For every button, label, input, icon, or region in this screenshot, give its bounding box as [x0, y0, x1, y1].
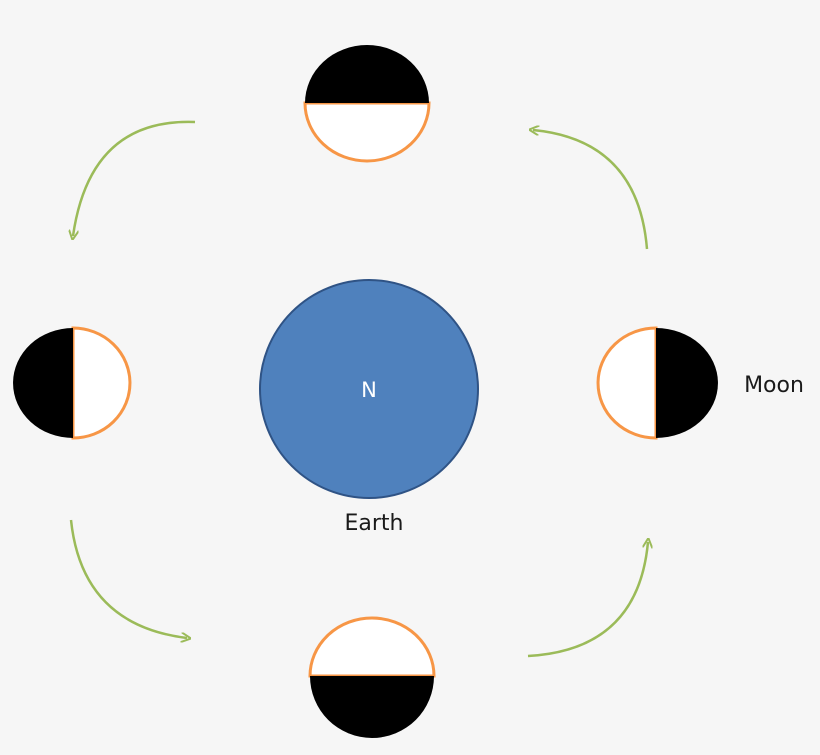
earth-label: Earth: [345, 511, 404, 536]
orbit-arrow-top-left: [73, 120, 196, 236]
moon-right-dark-half: [656, 328, 718, 438]
moon-bottom: [308, 616, 436, 738]
moon-right: [596, 326, 718, 440]
moon-bottom-lit-half: [308, 616, 436, 678]
moon-top-lit-half: [303, 101, 431, 163]
moon-top: [303, 45, 431, 163]
moon-bottom-dark-half: [310, 676, 434, 738]
earth: N: [259, 279, 479, 499]
orbit-arrow-bottom-left: [69, 519, 187, 638]
moon-left-lit-half: [71, 326, 132, 440]
north-pole-label: N: [361, 378, 377, 402]
moon-top-dark-half: [305, 45, 429, 103]
orbit-arrow-bottom-right: [527, 542, 648, 658]
earth-circle: [259, 279, 479, 499]
moon-label: Moon: [744, 373, 804, 398]
moon-left-dark-half: [13, 328, 74, 438]
moon-right-lit-half: [596, 326, 658, 440]
moon-left: [13, 326, 132, 440]
orbit-arrow-top-right: [533, 130, 649, 250]
